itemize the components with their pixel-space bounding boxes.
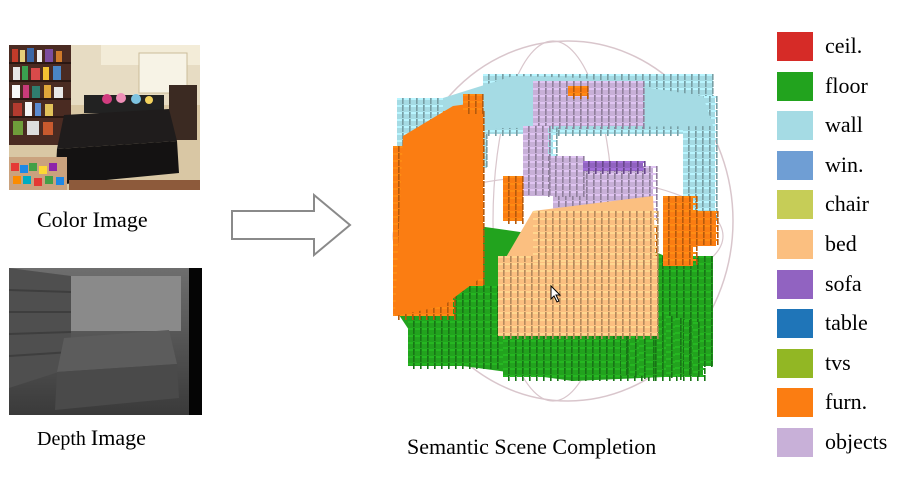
voxel bbox=[533, 211, 659, 266]
legend-swatch bbox=[777, 32, 813, 61]
depth-caption-word: Depth bbox=[37, 428, 86, 450]
legend-item: floor bbox=[777, 71, 901, 103]
legend-label: floor bbox=[825, 72, 868, 98]
scene-completion-caption: Semantic Scene Completion bbox=[407, 434, 657, 459]
legend-item: furn. bbox=[777, 387, 901, 419]
legend-label: sofa bbox=[825, 270, 862, 296]
legend-item: table bbox=[777, 308, 901, 340]
legend-swatch bbox=[777, 428, 813, 457]
legend-item: wall bbox=[777, 110, 901, 142]
legend-label: table bbox=[825, 310, 868, 336]
legend-label: chair bbox=[825, 191, 869, 217]
legend-item: objects bbox=[777, 427, 901, 459]
legend-label: win. bbox=[825, 151, 864, 177]
legend-item: sofa bbox=[777, 269, 901, 301]
legend-swatch bbox=[777, 150, 813, 180]
voxel bbox=[583, 161, 646, 174]
voxel bbox=[691, 211, 719, 246]
voxel bbox=[523, 126, 551, 196]
legend-swatch bbox=[777, 269, 813, 299]
legend-item: ceil. bbox=[777, 31, 901, 63]
voxel bbox=[498, 256, 659, 339]
legend-item: tvs bbox=[777, 348, 901, 380]
voxel bbox=[684, 320, 691, 376]
legend-swatch bbox=[777, 309, 813, 339]
legend-swatch bbox=[777, 348, 813, 378]
mouse-cursor-icon bbox=[550, 284, 562, 303]
legend-label: bed bbox=[825, 231, 857, 256]
legend-swatch bbox=[777, 190, 813, 220]
process-arrow bbox=[228, 192, 354, 258]
legend-swatch bbox=[777, 71, 813, 101]
voxel bbox=[675, 318, 682, 380]
voxel bbox=[666, 316, 673, 378]
legend-label: tvs bbox=[825, 349, 851, 375]
legend-swatch bbox=[777, 230, 813, 259]
color-image bbox=[9, 45, 200, 190]
voxel bbox=[463, 94, 484, 114]
legend-label: furn. bbox=[825, 389, 868, 415]
depth-image-caption: Depth Image bbox=[37, 425, 146, 451]
legend-label: wall bbox=[825, 112, 863, 138]
color-image-caption: Color Image bbox=[37, 207, 148, 232]
voxel bbox=[693, 322, 700, 377]
voxel-region bbox=[395, 102, 483, 316]
legend-item: win. bbox=[777, 150, 901, 182]
voxel bbox=[657, 314, 664, 376]
legend-label: objects bbox=[825, 429, 888, 454]
semantic-scene-voxels bbox=[383, 36, 743, 426]
depth-caption-rest: Image bbox=[90, 425, 146, 450]
voxel bbox=[568, 86, 589, 99]
voxel bbox=[533, 81, 645, 129]
legend-label: ceil. bbox=[825, 33, 863, 58]
legend-item: bed bbox=[777, 229, 901, 261]
voxel bbox=[503, 176, 524, 224]
depth-image bbox=[9, 268, 202, 415]
legend-item: chair bbox=[777, 189, 901, 221]
legend-swatch bbox=[777, 388, 813, 418]
legend-swatch bbox=[777, 111, 813, 141]
